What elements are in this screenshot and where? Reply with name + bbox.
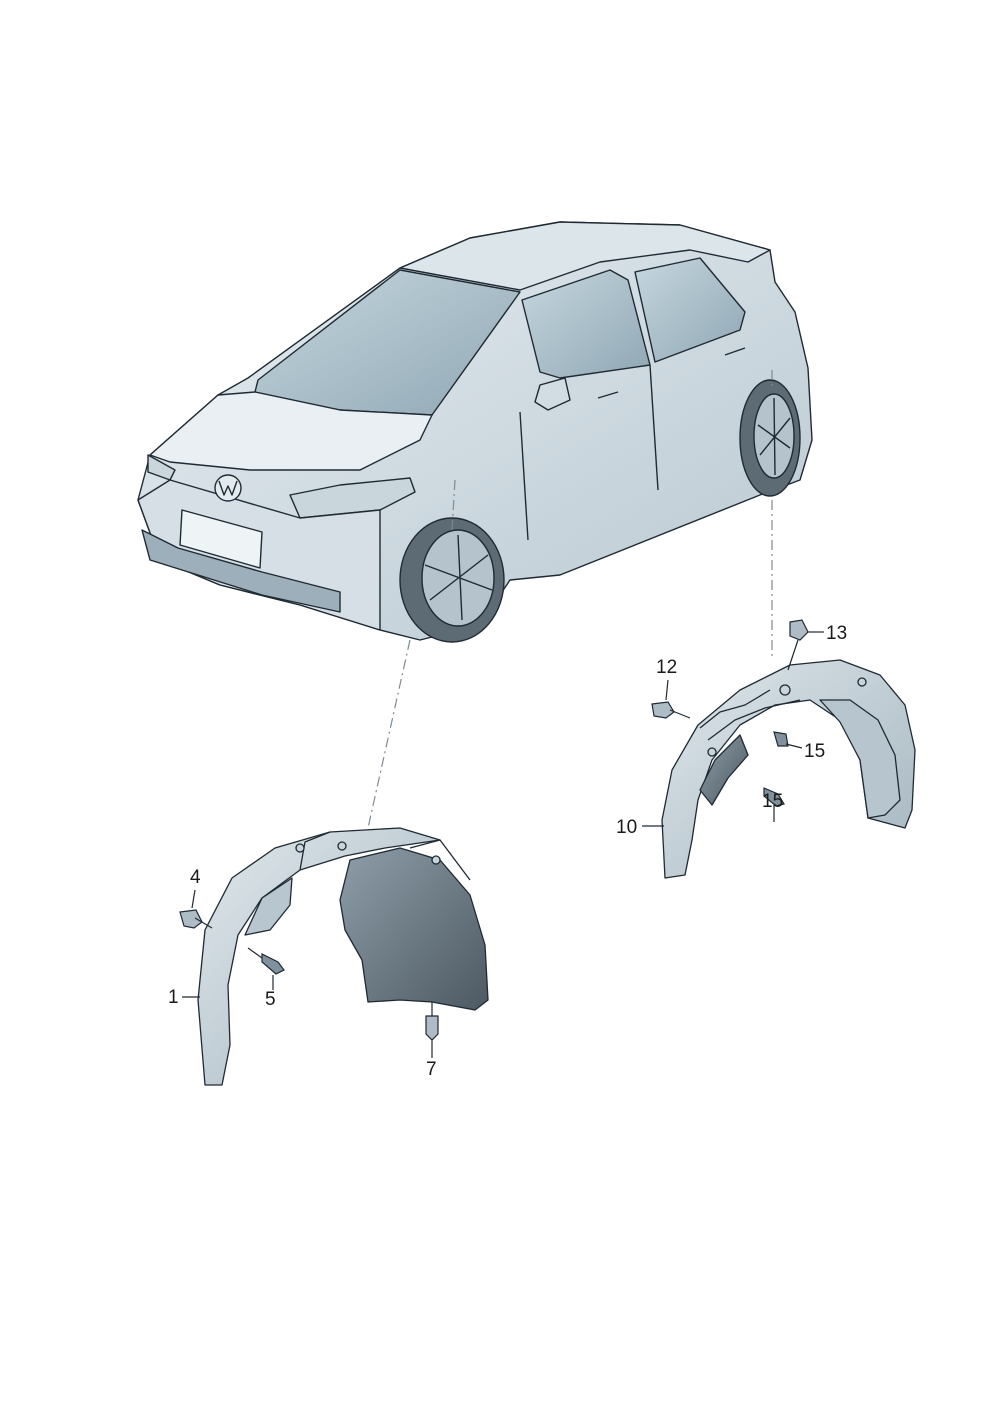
front-liner-inner-shell [339,847,489,1011]
front-wheel-liner-assembly [197,827,489,1086]
front-liner-flap [244,877,293,936]
front-liner-outer [197,827,441,1086]
clip-13-icon [789,619,809,641]
car-lower-grille [141,529,341,613]
screw-15-lower-icon [763,787,785,807]
car-hood [149,391,433,471]
leader-lines [367,370,773,829]
car-illustration [137,221,813,643]
rear-fasteners [642,619,824,827]
car-roof [399,221,771,291]
rear-liner-flap [699,734,749,806]
leader-4 [191,889,196,909]
callout-12: 12 [656,657,678,678]
car-license-plate [179,509,263,569]
leader-front-wheel-top [451,479,456,531]
callout-5: 5 [265,989,276,1010]
callout-1: 1 [168,987,179,1008]
leader-12 [665,679,669,701]
car-rear-side-window [634,257,746,363]
clip-12-icon [651,701,675,719]
callout-7: 7 [426,1059,437,1080]
leader-front-wheel-to-liner [367,639,411,829]
clip-7-icon [425,1015,439,1041]
callout-10: 10 [616,817,638,838]
car-logo [214,474,242,502]
clip-4-icon [179,909,203,929]
rear-wheel-liner-assembly [661,659,916,879]
callout-15-upper: 15 [804,741,826,762]
front-fasteners [179,889,439,1058]
leader-15-upper [785,743,803,749]
car-side-mirror [534,377,571,411]
callout-4: 4 [190,867,201,888]
screw-5-icon [261,953,285,975]
callout-15-lower: 15 [762,791,784,812]
callout-13: 13 [826,623,848,644]
screw-15-upper-icon [773,731,789,747]
rear-liner-inner [819,699,901,819]
